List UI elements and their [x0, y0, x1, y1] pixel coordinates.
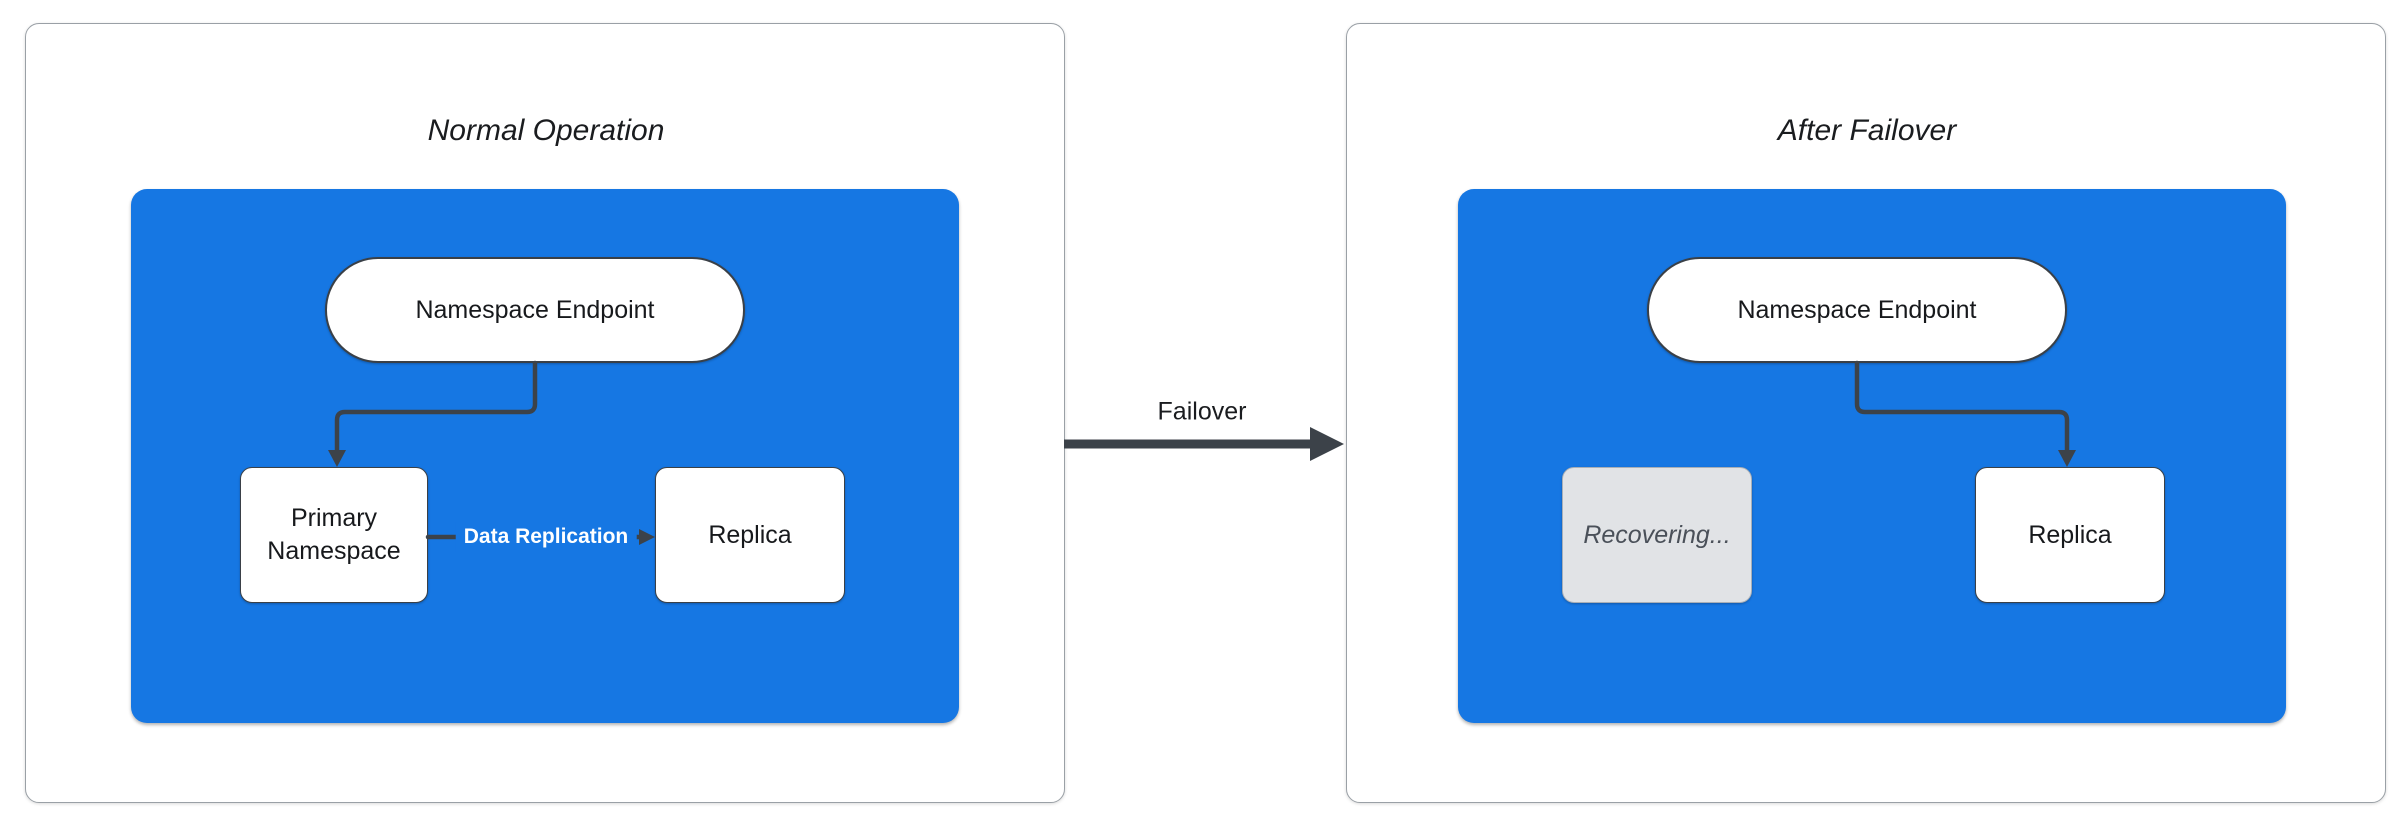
data-replication-label: Data Replication — [455, 522, 637, 552]
normal-operation-panel: Normal Operation — [25, 23, 1065, 803]
namespace-endpoint-label-left: Namespace Endpoint — [415, 295, 655, 324]
after-failover-title: After Failover — [1777, 114, 1957, 147]
failover-arrowhead-icon — [1310, 427, 1344, 461]
recovering-node: Recovering... — [1562, 467, 1752, 603]
primary-namespace-node: Primary Namespace — [240, 467, 428, 603]
after-failover-panel: After Failover — [1346, 23, 2386, 803]
failover-label: Failover — [1149, 395, 1255, 429]
recovering-label: Recovering... — [1583, 520, 1731, 549]
replica-node-left: Replica — [655, 467, 845, 603]
replica-label-left: Replica — [708, 520, 792, 549]
namespace-endpoint-node-left: Namespace Endpoint — [325, 257, 745, 363]
primary-namespace-label: Primary Namespace — [267, 504, 401, 565]
replica-node-right: Replica — [1975, 467, 2165, 603]
namespace-endpoint-label-right: Namespace Endpoint — [1737, 295, 1977, 324]
replica-label-right: Replica — [2028, 520, 2112, 549]
namespace-endpoint-node-right: Namespace Endpoint — [1647, 257, 2067, 363]
normal-operation-title: Normal Operation — [427, 114, 665, 147]
